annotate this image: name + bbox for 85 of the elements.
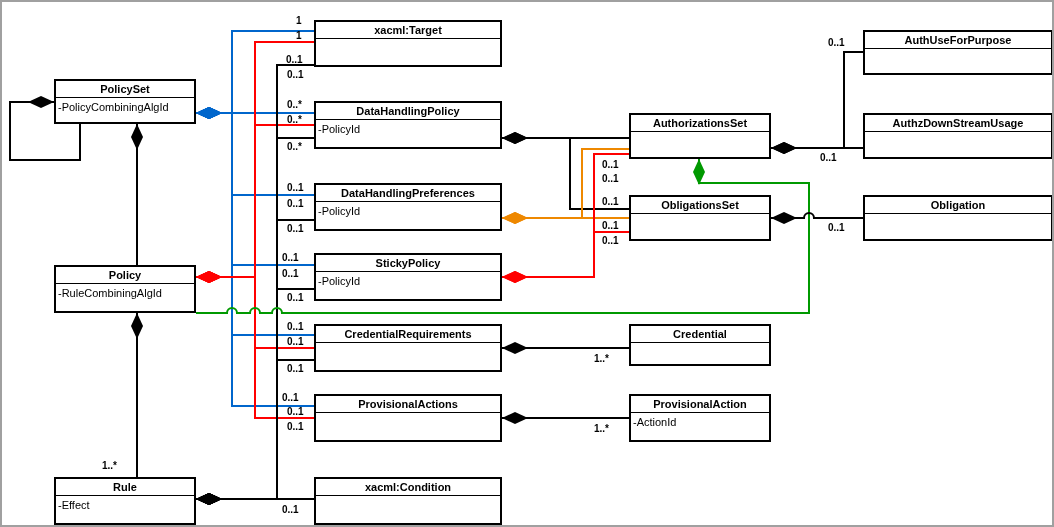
class-name: ProvisionalActions [358,398,458,410]
multiplicity-label: 1 [296,15,302,26]
attribute-text: -PolicyCombiningAlgId [58,100,170,114]
class-name: AuthzDownStreamUsage [892,117,1024,129]
multiplicity-label: 0..1 [287,406,304,417]
association-line [195,493,315,505]
class-box [314,394,502,442]
multiplicity-label: 0..1 [287,69,304,80]
association-line [131,123,143,266]
multiplicity-label: 0..1 [282,268,299,279]
association-line [195,271,315,419]
association-line [501,342,630,354]
class-box [863,195,1052,241]
multiplicity-label: 0..1 [282,392,299,403]
multiplicity-label: 0..1 [602,173,619,184]
multiplicity-label: 0..1 [286,54,303,65]
multiplicity-label: 0..1 [828,222,845,233]
class-name: PolicySet [100,83,150,95]
multiplicity-label: 0..1 [287,223,304,234]
class-box [314,183,502,231]
multiplicity-label: 0..* [287,99,302,110]
attribute-text: -Effect [58,498,91,512]
attribute-text: -PolicyId [318,122,362,136]
multiplicity-label: 0..1 [820,152,837,163]
multiplicity-label: 0..1 [282,252,299,263]
multiplicity-label: 0..1 [602,220,619,231]
multiplicity-label: 0..1 [287,336,304,347]
association-line [9,96,81,161]
class-box [314,20,502,67]
association-line [770,212,864,224]
association-line [195,158,810,314]
multiplicity-label: 0..1 [602,196,619,207]
multiplicity-label: 0..1 [287,182,304,193]
association-line [501,212,630,224]
class-name: DataHandlingPolicy [356,105,460,117]
class-box [629,113,771,159]
class-box [863,113,1052,159]
multiplicity-label: 0..* [287,141,302,152]
multiplicity-label: 0..1 [287,292,304,303]
class-name: Obligation [930,199,986,211]
association-line [501,412,630,424]
class-name: xacml:Condition [364,481,452,493]
class-box [314,477,502,525]
multiplicity-label: 0..1 [828,37,845,48]
class-box [54,79,196,124]
class-name: ProvisionalAction [653,398,747,410]
multiplicity-label: 0..* [287,114,302,125]
association-line [131,312,143,478]
association-line [501,132,630,210]
class-name: Policy [108,269,142,281]
multiplicity-label: 1..* [594,353,609,364]
multiplicity-label: 0..1 [282,504,299,515]
attribute-text: -PolicyId [318,204,362,218]
attribute-text: -ActionId [633,415,678,429]
class-box [629,195,771,241]
class-name: DataHandlingPreferences [341,187,475,199]
class-box [863,30,1052,75]
class-box [54,477,196,525]
multiplicity-label: 0..1 [602,159,619,170]
association-line [501,231,630,283]
multiplicity-label: 1 [296,30,302,41]
multiplicity-label: 0..1 [602,235,619,246]
class-name: AuthUseForPurpose [904,34,1012,46]
association-line [770,51,864,154]
class-name: Credential [673,328,727,340]
association-line [195,107,315,407]
class-box [629,394,771,442]
multiplicity-label: 0..1 [287,198,304,209]
class-box [314,253,502,301]
attribute-text: -RuleCombiningAlgId [58,286,163,300]
multiplicity-label: 1..* [594,423,609,434]
multiplicity-label: 0..1 [287,321,304,332]
class-box [629,324,771,366]
class-name: StickyPolicy [375,257,441,269]
class-name: CredentialRequirements [344,328,472,340]
class-name: AuthorizationsSet [652,117,748,129]
class-name: Rule [113,481,137,493]
multiplicity-label: 0..1 [287,363,304,374]
multiplicity-label: 0..1 [287,421,304,432]
class-box [314,101,502,149]
class-box [314,324,502,372]
class-name: xacml:Target [374,24,442,36]
class-name: ObligationsSet [661,199,739,211]
attribute-text: -PolicyId [318,274,362,288]
class-box [54,265,196,313]
